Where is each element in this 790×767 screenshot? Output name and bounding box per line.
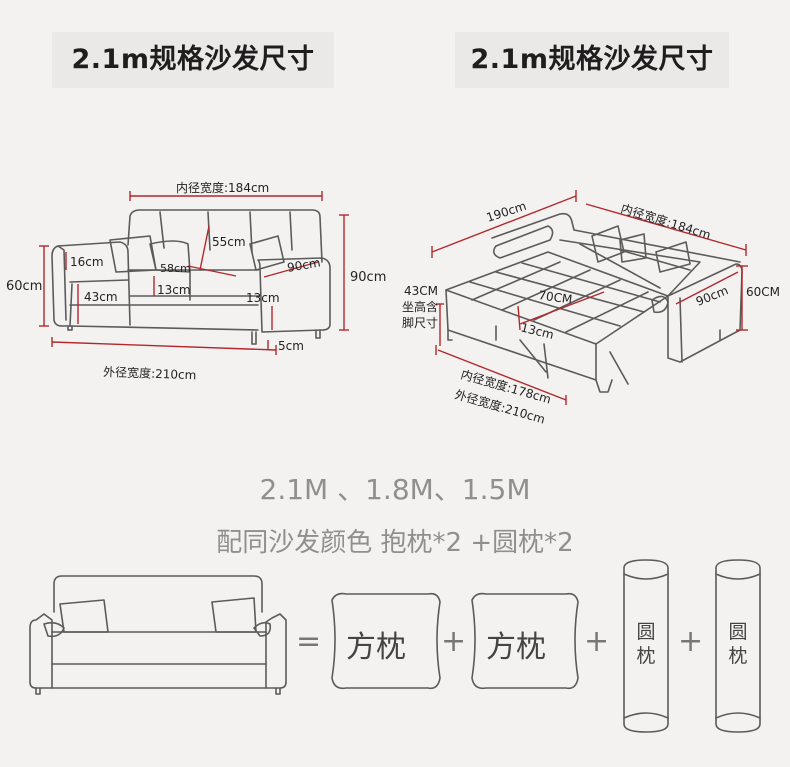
right-depth-label: 90cm [694, 283, 730, 309]
plus-sign-3: + [678, 624, 704, 659]
square-pillow-label-2: 方枕 [486, 630, 546, 665]
left-depth-label: 90cm [286, 255, 321, 275]
right-diagram-title: 2.1m规格沙发尺寸 [455, 32, 729, 88]
round-pillow-label-2-top: 圆 [728, 621, 748, 643]
left-cushion-thickness-right-label: 13cm [246, 291, 280, 305]
left-height-label: 90cm [350, 270, 386, 285]
square-pillow-label-1: 方枕 [346, 630, 406, 665]
round-pillow-label-1-top: 圆 [636, 621, 656, 643]
left-cushion-thickness-label: 13cm [157, 283, 191, 297]
left-outer-width-label: 外径宽度:210cm [103, 364, 197, 382]
left-seat-height-label: 43cm [84, 290, 118, 304]
left-leg-height-label: 5cm [278, 339, 304, 353]
left-sofa-drawing: 内径宽度:184cm 外径宽度:210cm 90cm 60cm 90cm 55c… [6, 180, 386, 382]
bundle-pillows-drawing [331, 559, 761, 733]
right-arm-height-label: 60CM [746, 285, 780, 299]
included-pillows-text: 配同沙发颜色 抱枕*2 +圆枕*2 [216, 528, 574, 558]
round-pillow-label-1-bottom: 枕 [636, 645, 656, 667]
bundle-sofa-drawing [29, 575, 287, 695]
round-pillow-label-2-bottom: 枕 [728, 645, 748, 667]
round-pillow-label-2: 圆 枕 [726, 620, 750, 668]
right-seat-height-line3: 脚尺寸 [402, 315, 438, 330]
right-seat-height-line2: 坐高含 [402, 299, 438, 314]
left-back-height-label: 55cm [212, 235, 246, 249]
plus-sign-1: + [441, 624, 467, 659]
left-arm-top-label: 16cm [70, 255, 104, 269]
right-seat-height-line1: 43CM [404, 284, 438, 298]
left-diagram-title: 2.1m规格沙发尺寸 [52, 32, 334, 88]
left-arm-height-label: 60cm [6, 279, 42, 294]
equals-sign: = [296, 624, 322, 659]
plus-sign-2: + [584, 624, 610, 659]
right-bed-length-label: 190cm [485, 199, 529, 225]
left-inner-width-label: 内径宽度:184cm [176, 180, 269, 195]
available-sizes-text: 2.1M 、1.8M、1.5M [259, 473, 531, 506]
right-sofabed-drawing: 190cm 内径宽度:184cm 90cm 60CM 43CM 坐高含 脚尺寸 … [402, 190, 780, 427]
right-cushion-depth-label: 70CM [538, 288, 574, 307]
right-cushion-thickness-label: 13cm [519, 320, 555, 342]
round-pillow-label-1: 圆 枕 [634, 620, 658, 668]
left-seat-depth-label: 58cm [160, 262, 191, 275]
